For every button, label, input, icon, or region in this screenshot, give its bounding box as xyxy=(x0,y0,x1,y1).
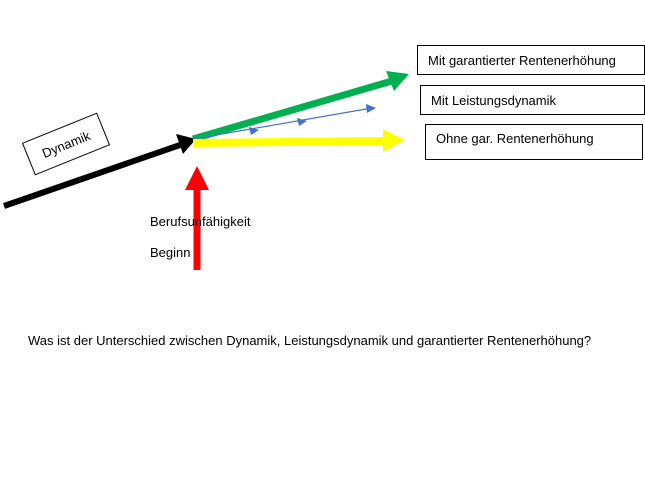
ohne-arrow xyxy=(192,129,405,152)
question-text: Was ist der Unterschied zwischen Dynamik… xyxy=(28,333,592,348)
dynamik-box: Dynamik xyxy=(21,112,111,176)
leistungsdynamik-label: Mit Leistungsdynamik xyxy=(431,92,556,108)
garantiert-arrow xyxy=(192,71,409,143)
beginn-label: Beginn xyxy=(150,245,191,260)
ohne-label: Ohne gar. Rentenerhöhung xyxy=(436,131,594,146)
ohne-box: Ohne gar. Rentenerhöhung xyxy=(425,124,643,160)
garantiert-label: Mit garantierter Rentenerhöhung xyxy=(428,52,616,68)
dynamik-arrow xyxy=(3,134,196,209)
berufsunfaehigkeit-label: Berufsunfähigkeit xyxy=(150,214,251,229)
garantiert-box: Mit garantierter Rentenerhöhung xyxy=(417,45,645,75)
leistungsdynamik-arrow xyxy=(192,104,376,140)
leistungsdynamik-box: Mit Leistungsdynamik xyxy=(420,85,645,115)
beginn-arrow xyxy=(185,166,209,270)
